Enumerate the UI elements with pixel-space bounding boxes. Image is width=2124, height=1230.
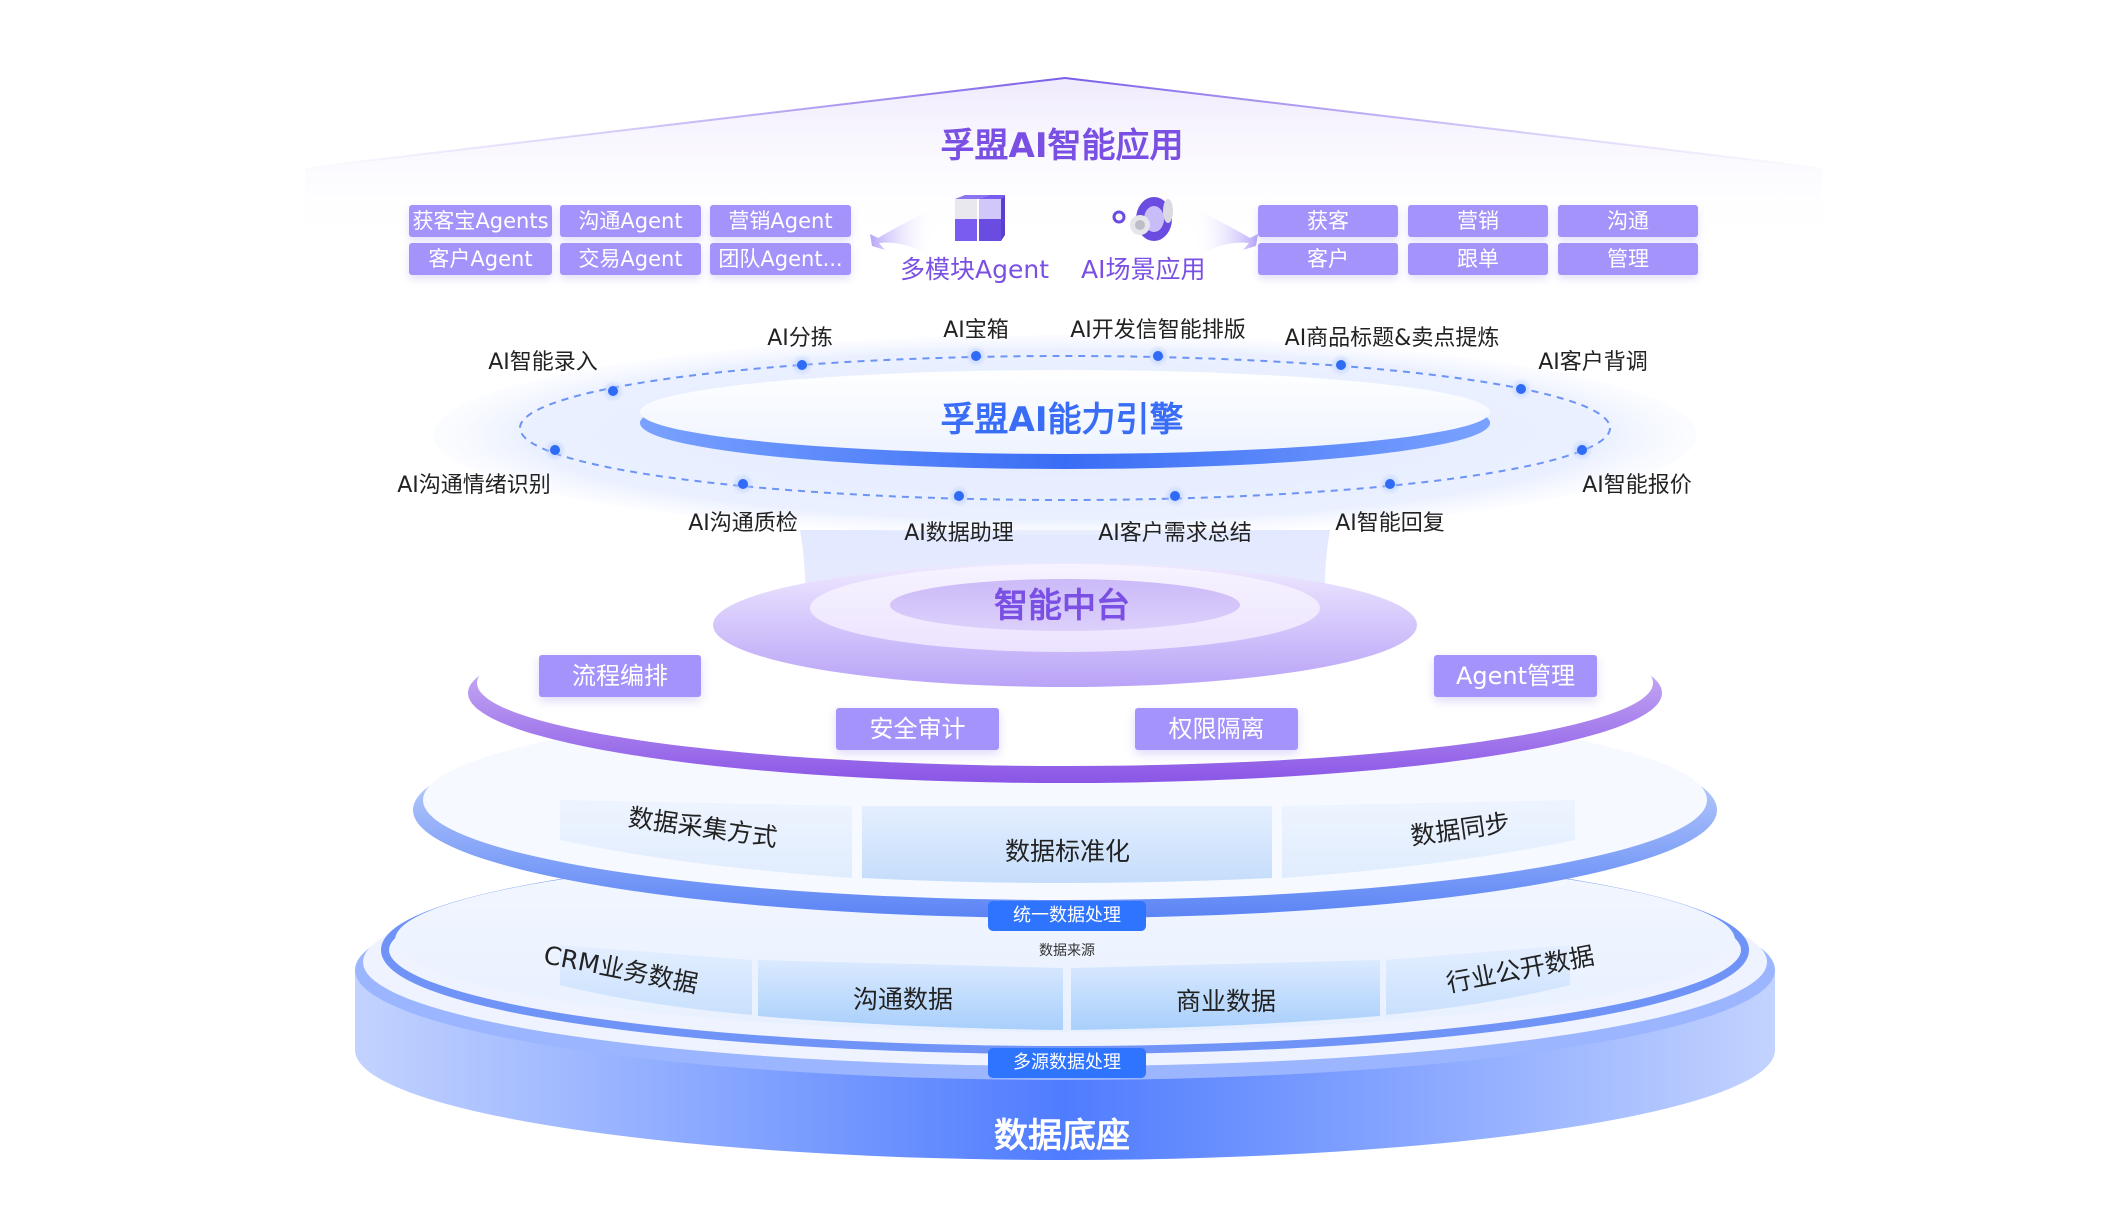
processing-cell-3 <box>1282 800 1575 878</box>
capability-label: AI客户背调 <box>1538 350 1648 375</box>
processing-cell-2 <box>862 806 1272 883</box>
multi-source-badge: 多源数据处理 <box>988 1048 1146 1078</box>
capability-label: AI智能报价 <box>1582 473 1692 498</box>
agent-tag[interactable]: 客户Agent <box>409 243 552 275</box>
processing-cell-1 <box>560 800 852 878</box>
agent-tag[interactable]: 团队Agent... <box>710 243 851 275</box>
unified-processing-badge: 统一数据处理 <box>988 901 1146 931</box>
engine-orbit <box>519 355 1611 501</box>
capability-label: AI沟通情绪识别 <box>397 473 551 498</box>
cube-blocks-icon <box>955 195 1005 241</box>
capability-label: AI分拣 <box>767 326 833 351</box>
capability-label: AI智能回复 <box>1335 511 1445 536</box>
capability-label: AI商品标题&卖点提炼 <box>1284 326 1500 351</box>
orbit-dot <box>1385 479 1395 489</box>
arrow-left-icon <box>870 210 935 258</box>
scene-tag[interactable]: 跟单 <box>1408 243 1548 275</box>
source-item: 商业数据 <box>1176 987 1277 1016</box>
capability-label: AI沟通质检 <box>688 511 798 536</box>
orbit-dot <box>1170 491 1180 501</box>
engine-top <box>640 370 1490 454</box>
scene-tag[interactable]: 沟通 <box>1558 205 1698 237</box>
scene-tag[interactable]: 营销 <box>1408 205 1548 237</box>
engine-title: 孚盟AI能力引擎 <box>940 400 1184 440</box>
agent-tag[interactable]: 交易Agent <box>560 243 701 275</box>
orbit-dot <box>954 491 964 501</box>
middle-item[interactable]: 权限隔离 <box>1135 708 1298 750</box>
source-cell-3 <box>1071 960 1380 1030</box>
scene-label: AI场景应用 <box>1081 255 1206 284</box>
roof-line-left <box>304 77 1066 169</box>
processing-item: 数据标准化 <box>1005 837 1131 866</box>
scene-tag[interactable]: 获客 <box>1258 205 1398 237</box>
disc-lens-icon <box>1112 197 1173 241</box>
middle-item[interactable]: 安全审计 <box>836 708 999 750</box>
multi-agent-label: 多模块Agent <box>900 255 1049 284</box>
source-caption: 数据来源 <box>1039 943 1095 959</box>
orbit-dots <box>544 345 1593 507</box>
orbit-dot <box>738 479 748 489</box>
middle-item[interactable]: 流程编排 <box>539 655 701 697</box>
middle-item[interactable]: Agent管理 <box>1434 655 1597 697</box>
agent-tag[interactable]: 沟通Agent <box>560 205 701 237</box>
base-title: 数据底座 <box>994 1116 1130 1156</box>
middle-core-disk <box>890 579 1240 631</box>
app-layer-title: 孚盟AI智能应用 <box>940 126 1184 166</box>
scene-tag[interactable]: 管理 <box>1558 243 1698 275</box>
roof-line-right <box>1064 77 1823 169</box>
orbit-dot <box>797 360 807 370</box>
orbit-dot <box>1153 351 1163 361</box>
capability-label: AI开发信智能排版 <box>1070 318 1246 343</box>
source-cell-1 <box>560 945 752 1015</box>
source-cell-4 <box>1386 945 1570 1015</box>
orbit-dot <box>608 386 618 396</box>
capability-label: AI宝箱 <box>943 318 1009 343</box>
arrow-right-icon <box>1193 210 1258 258</box>
orbit-dot <box>971 351 981 361</box>
source-cell-2 <box>758 960 1063 1030</box>
orbit-dot <box>1516 384 1526 394</box>
orbit-dot <box>1577 445 1587 455</box>
middle-title: 智能中台 <box>994 586 1130 626</box>
orbit-dot <box>1336 360 1346 370</box>
agent-tag[interactable]: 获客宝Agents <box>409 205 552 237</box>
orbit-dot <box>550 445 560 455</box>
capability-label: AI客户需求总结 <box>1098 521 1252 546</box>
agent-tag[interactable]: 营销Agent <box>710 205 851 237</box>
capability-label: AI智能录入 <box>488 350 598 375</box>
source-item: 沟通数据 <box>853 985 954 1014</box>
scene-tag[interactable]: 客户 <box>1258 243 1398 275</box>
capability-label: AI数据助理 <box>904 521 1014 546</box>
